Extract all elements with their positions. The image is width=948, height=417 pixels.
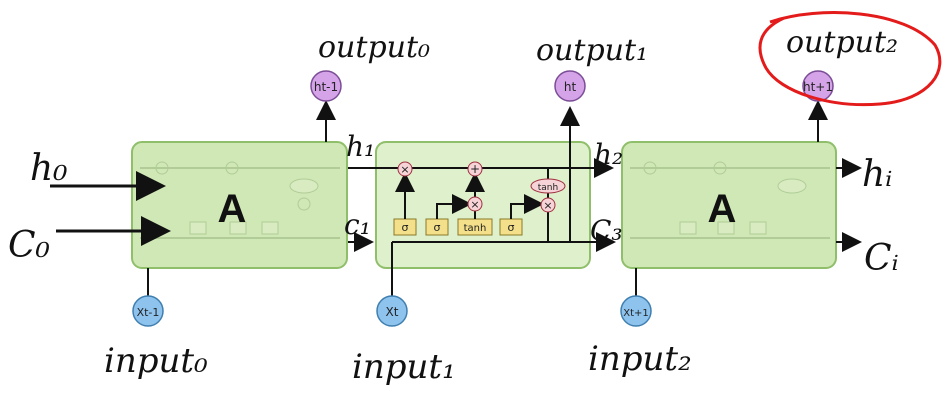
cell-right-label: A bbox=[708, 187, 737, 231]
gate-output-label: σ bbox=[508, 221, 515, 234]
node-h-left-label: ht-1 bbox=[314, 80, 338, 94]
tanh-op bbox=[530, 178, 566, 194]
add-symbol: + bbox=[470, 162, 480, 176]
node-h-right bbox=[802, 70, 834, 102]
lstm-cell-right bbox=[621, 141, 837, 269]
multiply-output-symbol: × bbox=[543, 199, 552, 212]
annotation-output2: output₂ bbox=[786, 25, 898, 60]
annotation-input2: input₂ bbox=[588, 339, 692, 379]
node-h-mid-label: ht bbox=[564, 80, 577, 94]
annotation-h1: h₁ bbox=[346, 130, 375, 163]
multiply-output-op bbox=[540, 197, 556, 213]
node-x-mid bbox=[376, 295, 408, 327]
annotation-hi: hᵢ bbox=[862, 154, 892, 195]
node-h-right-label: ht+1 bbox=[803, 80, 833, 94]
annotation-input0: input₀ bbox=[104, 341, 208, 381]
multiply-input-symbol: × bbox=[470, 198, 479, 211]
annotation-input1: input₁ bbox=[352, 347, 456, 387]
cell-left-ghost-lines bbox=[140, 161, 340, 239]
cell-right-ghost-lines bbox=[630, 161, 830, 239]
lstm-cell-middle bbox=[375, 141, 591, 269]
annotation-h2: h₂ bbox=[594, 138, 623, 171]
node-x-right bbox=[620, 295, 652, 327]
cell-left-label: A bbox=[218, 187, 247, 231]
gate-input-label: σ bbox=[434, 221, 441, 234]
node-x-left-label: Xt-1 bbox=[137, 306, 160, 319]
annotation-c0: C₀ bbox=[8, 225, 50, 266]
lstm-cell-left bbox=[131, 141, 348, 269]
node-x-mid-label: Xt bbox=[386, 305, 399, 319]
annotation-output1: output₁ bbox=[536, 33, 648, 68]
annotation-h0: h₀ bbox=[30, 148, 68, 189]
add-op bbox=[467, 161, 483, 177]
node-x-right-label: Xt+1 bbox=[623, 308, 649, 319]
gate-candidate-label: tanh bbox=[464, 223, 487, 234]
node-h-mid bbox=[554, 70, 586, 102]
tanh-op-label: tanh bbox=[538, 183, 558, 193]
node-x-left bbox=[132, 295, 164, 327]
red-highlight-circle bbox=[758, 11, 942, 107]
multiply-forget-op bbox=[397, 161, 413, 177]
annotation-c3: C₃ bbox=[590, 214, 623, 247]
multiply-forget-symbol: × bbox=[400, 163, 409, 176]
gate-forget-label: σ bbox=[402, 221, 409, 234]
multiply-input-op bbox=[467, 196, 483, 212]
node-h-left bbox=[310, 70, 342, 102]
annotation-c1: c₁ bbox=[344, 208, 371, 241]
annotation-ci: Cᵢ bbox=[864, 238, 899, 279]
annotation-output0: output₀ bbox=[318, 30, 430, 65]
